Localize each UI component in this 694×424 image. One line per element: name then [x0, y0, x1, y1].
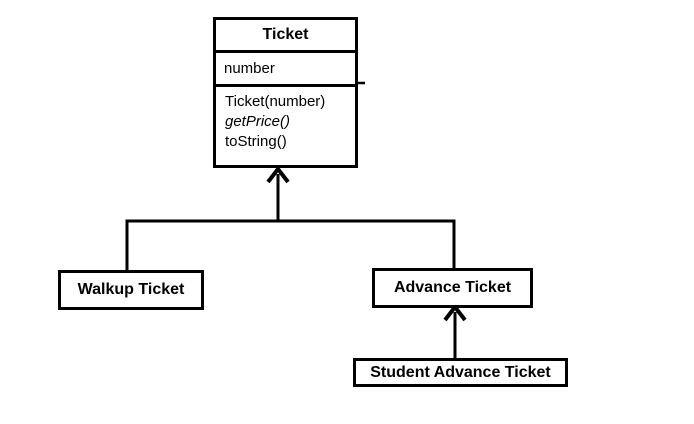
- class-name-ticket: Ticket: [216, 20, 355, 53]
- class-name-walkup-ticket: Walkup Ticket: [77, 281, 185, 298]
- class-name-advance-ticket: Advance Ticket: [393, 279, 512, 296]
- method-tostring: toString(): [225, 133, 287, 150]
- class-box-advance-ticket: Advance Ticket: [372, 268, 533, 308]
- method-constructor: Ticket(number): [225, 93, 326, 110]
- method-getprice: getPrice(): [225, 113, 291, 130]
- class-box-ticket: Ticket number Ticket(number) getPrice() …: [213, 17, 358, 168]
- class-name-student-advance-ticket: Student Advance Ticket: [370, 363, 551, 381]
- class-methods-ticket: Ticket(number) getPrice() toString(): [216, 87, 355, 152]
- class-attribute-number: number: [216, 53, 355, 87]
- connector-walkup-advance-branch: [125, 219, 456, 271]
- inheritance-arrowhead-ticket-icon: [266, 165, 290, 184]
- class-box-student-advance-ticket: Student Advance Ticket: [353, 358, 568, 387]
- class-box-walkup-ticket: Walkup Ticket: [58, 270, 204, 310]
